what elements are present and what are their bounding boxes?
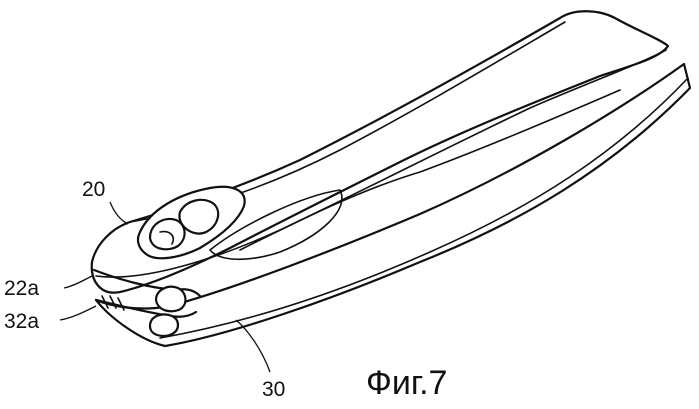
label-30: 30 [262,378,285,401]
rivet-pin-left [150,219,185,249]
leader-22a [64,276,92,288]
jaw-notch [156,287,185,312]
label-22a: 22a [4,277,39,300]
leader-20 [110,202,128,224]
figure-caption: Фиг.7 [366,364,447,402]
rivet-pin-right [179,200,218,234]
label-32a: 32a [4,310,39,333]
label-20: 20 [82,178,105,201]
leader-32a [60,306,96,320]
jaw-notch-lower [150,314,178,335]
